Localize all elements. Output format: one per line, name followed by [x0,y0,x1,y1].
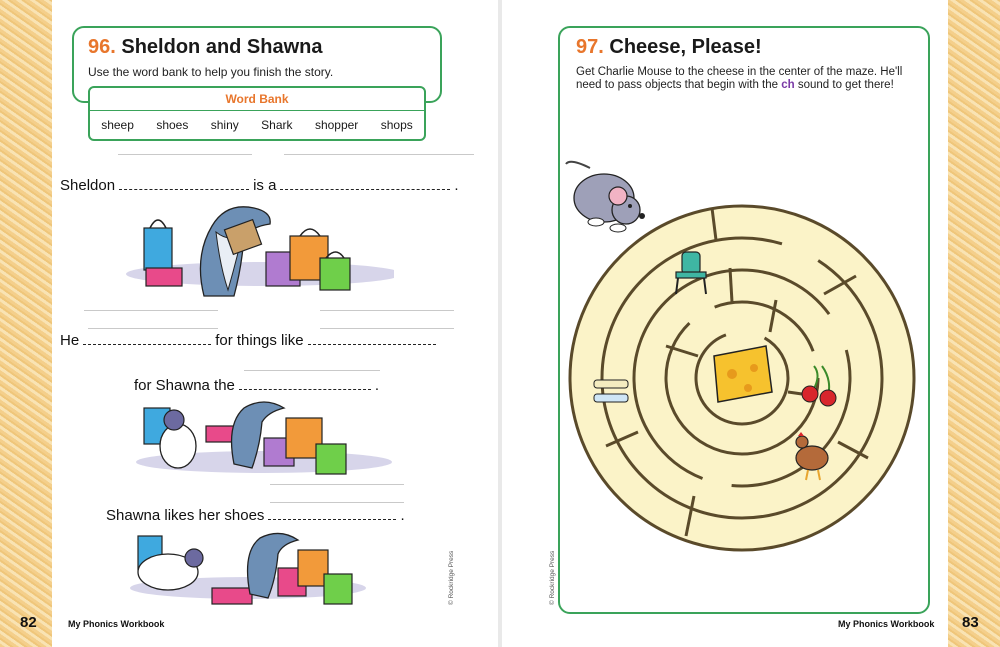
word-bank-divider [90,110,424,111]
mouse-icon [565,160,645,233]
cheese-icon [713,345,773,403]
word-bank-title: Word Bank [225,92,289,106]
word-bank: Word Bank sheep shoes shiny Shark shoppe… [88,86,426,141]
story-line-4: Shawna likes her shoes. [106,507,405,524]
story-line-2: He for things like [60,332,440,349]
chair-icon [675,251,707,295]
sheep-shark-illustration [136,401,392,475]
page-number-right: 83 [962,614,979,631]
crayon-border-right [948,0,1000,647]
story-text: for things like [215,332,304,349]
story-text: Shawna likes her shoes [106,507,265,524]
copyright-credit-left: © Rockridge Press [448,550,455,605]
activity-97-instructions: Get Charlie Mouse to the cheese in the c… [576,66,906,92]
word-bank-word: sheep [101,118,134,132]
copyright-credit-right: © Rockridge Press [549,550,556,605]
answer-blank[interactable] [280,179,451,190]
activity-96-number: 96. [88,36,116,58]
chicken-icon [795,432,829,481]
writing-guide-line [284,154,474,155]
writing-guide-line [270,484,404,485]
answer-blank[interactable] [119,179,250,190]
activity-96-title-text: Sheldon and Shawna [121,36,323,58]
story-text: for Shawna the [134,377,235,394]
word-bank-word: shopper [314,118,359,132]
circular-maze[interactable] [566,196,916,560]
activity-97-number: 97. [576,36,604,58]
answer-blank[interactable] [238,379,371,390]
activity-97-title-text: Cheese, Please! [609,36,762,58]
writing-guide-line [84,310,218,311]
word-bank-word: shiny [210,118,239,132]
instructions-text: Get Charlie Mouse to the cheese in the c… [576,66,903,91]
chalk-icon [593,379,629,403]
story-line-3: for Shawna the. [134,377,380,394]
activity-96-title: 96. Sheldon and Shawna [88,36,323,59]
writing-guide-line [320,310,454,311]
writing-guide-line [88,328,218,329]
word-bank-word: Shark [261,118,293,132]
book-gutter [498,0,502,647]
shark-shopping-illustration [126,206,394,297]
answer-blank[interactable] [83,334,212,345]
instructions-text: sound to get there! [797,79,894,91]
writing-guide-line [270,502,404,503]
word-bank-word: shops [380,118,413,132]
word-bank-word: shoes [156,118,189,132]
cherries-icon [801,365,837,407]
story-text: is a [253,177,277,194]
page-number-left: 82 [20,614,37,631]
footer-title-right: My Phonics Workbook [838,619,935,629]
crayon-border-left [0,0,52,647]
answer-blank[interactable] [268,509,397,520]
answer-blank[interactable] [307,334,436,345]
writing-guide-line [320,328,454,329]
writing-guide-line [118,154,252,155]
ch-sound-highlight: ch [781,79,795,91]
writing-guide-line [244,370,380,371]
sheep-shark-shoes-illustration [130,532,366,605]
activity-96-instructions: Use the word bank to help you finish the… [88,65,334,79]
activity-97-title: 97. Cheese, Please! [576,36,762,59]
footer-title-left: My Phonics Workbook [68,619,165,629]
word-bank-words: sheep shoes shiny Shark shopper shops [90,118,424,132]
story-text: He [60,332,80,349]
story-text: Sheldon [60,177,116,194]
